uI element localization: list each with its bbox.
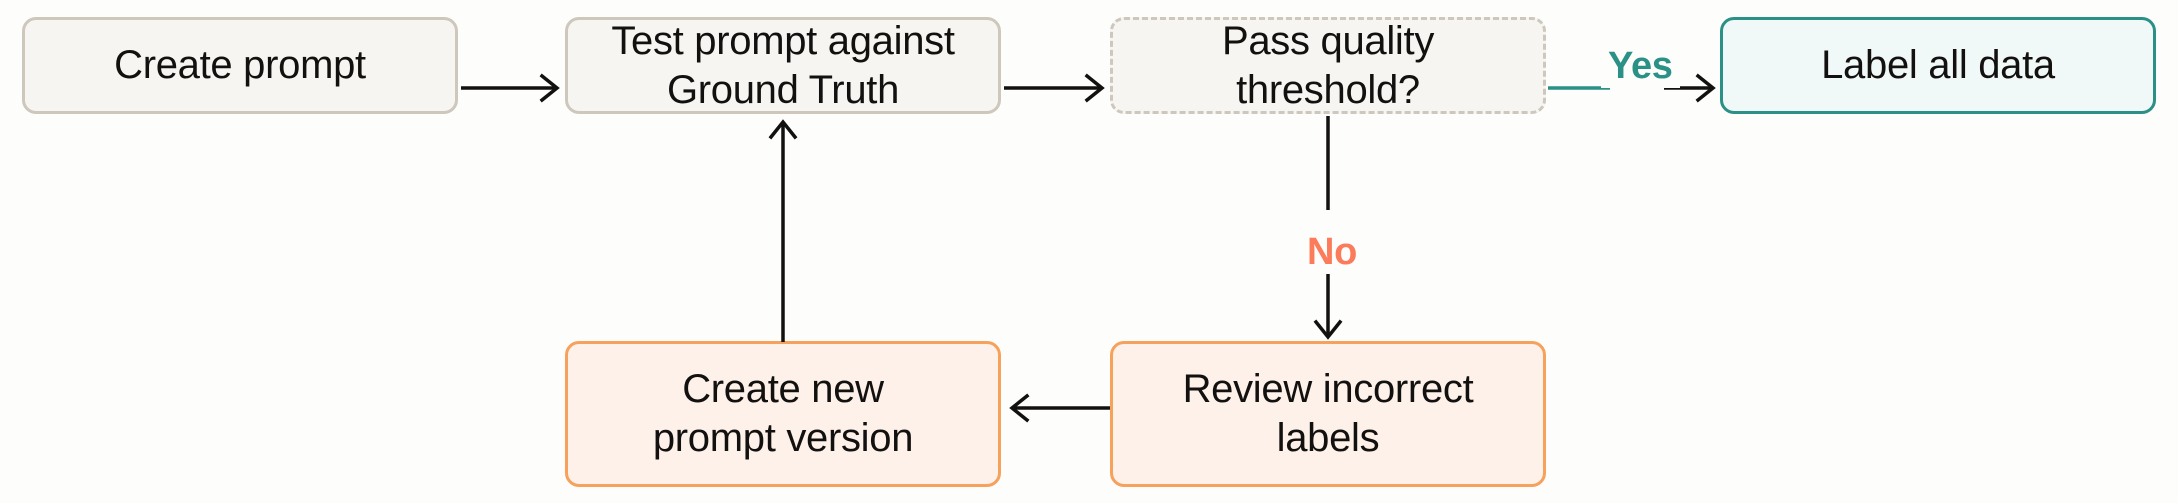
node-review-incorrect-labels[interactable]: Review incorrect labels	[1110, 341, 1546, 487]
node-review-labels-label: Review incorrect labels	[1183, 365, 1474, 463]
node-create-new-prompt-version[interactable]: Create new prompt version	[565, 341, 1001, 487]
node-review-labels-label-line2: labels	[1276, 416, 1380, 460]
node-create-new-version-label-line2: prompt version	[652, 416, 914, 460]
node-label-all-data[interactable]: Label all data	[1720, 17, 2156, 114]
node-test-prompt-label-line2: Ground Truth	[666, 67, 900, 112]
node-review-labels-label-line1: Review incorrect	[1182, 367, 1474, 412]
node-create-new-version-label: Create new prompt version	[652, 365, 914, 463]
node-pass-quality-label-line1: Pass quality	[1221, 18, 1435, 63]
node-pass-quality-label-line2: threshold?	[1236, 67, 1420, 112]
edge-pass-quality-to-review-labels	[1313, 116, 1343, 340]
node-test-prompt-label-line1: Test prompt against	[611, 18, 955, 63]
node-create-prompt[interactable]: Create prompt	[22, 17, 458, 114]
node-test-prompt[interactable]: Test prompt against Ground Truth	[565, 17, 1001, 114]
node-pass-quality-label: Pass quality threshold?	[1222, 17, 1434, 115]
edge-label-yes: Yes	[1601, 45, 1680, 88]
edge-label-no: No	[1300, 231, 1365, 274]
node-test-prompt-label: Test prompt against Ground Truth	[611, 17, 955, 115]
edge-review-labels-to-create-new-version	[1009, 393, 1110, 423]
edge-test-prompt-to-pass-quality	[1004, 73, 1105, 103]
edge-create-prompt-to-test-prompt	[461, 73, 560, 103]
edge-create-new-version-to-test-prompt	[768, 119, 798, 342]
node-create-prompt-label: Create prompt	[114, 43, 366, 88]
node-label-all-data-label: Label all data	[1821, 43, 2055, 88]
node-create-new-version-label-line1: Create new	[682, 367, 884, 412]
node-pass-quality-threshold[interactable]: Pass quality threshold?	[1110, 17, 1546, 114]
